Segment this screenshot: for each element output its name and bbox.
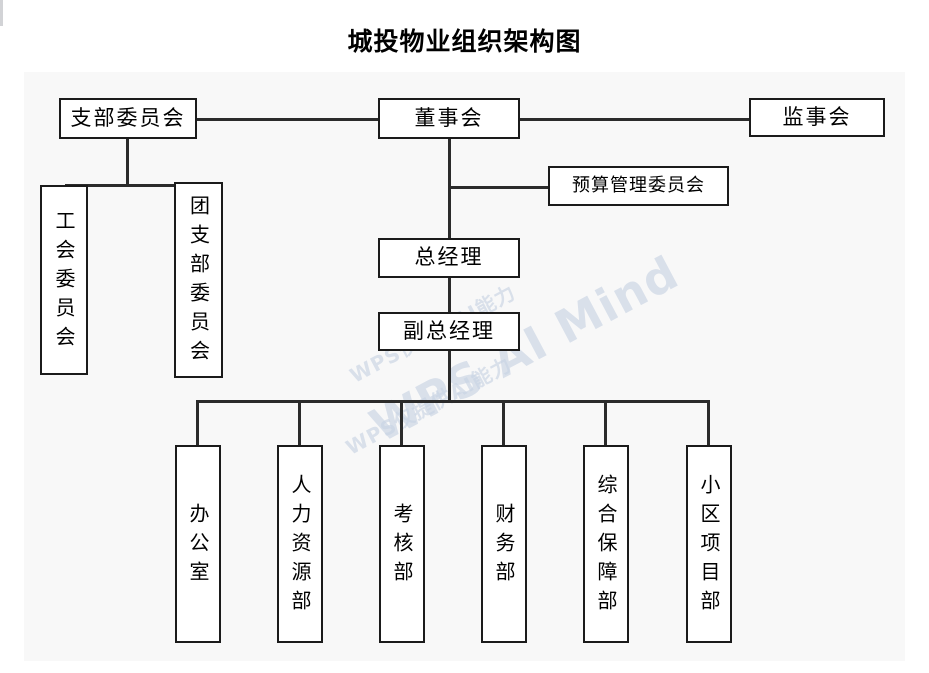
watermark-notice: WPS仅提供AI能力 — [341, 352, 516, 460]
edge-board-to-budget — [448, 186, 548, 189]
node-assessment-department[interactable]: 考核部 — [379, 445, 425, 643]
node-human-resources-department[interactable]: 人力资源部 — [277, 445, 323, 643]
page-title: 城投物业组织架构图 — [347, 27, 582, 56]
edge-deputy-drop — [448, 351, 451, 403]
edge-party-drop — [126, 139, 129, 187]
node-deputy-general-manager[interactable]: 副总经理 — [378, 312, 520, 351]
edge-drop-community — [707, 400, 710, 445]
edge-drop-support — [604, 400, 607, 445]
diagram-canvas: WPS AI Mind WPS仅提供AI能力 WPS仅提供AI能力 支部委 — [24, 72, 905, 661]
node-youth-league-branch-committee[interactable]: 团支部委员会 — [174, 182, 223, 378]
edge-drop-hr — [298, 400, 301, 445]
node-party-branch-committee[interactable]: 支部委员会 — [59, 98, 197, 139]
node-board-of-supervisors[interactable]: 监事会 — [749, 98, 885, 137]
edge-department-bus — [196, 400, 710, 403]
node-general-manager[interactable]: 总经理 — [378, 238, 520, 278]
edge-drop-finance — [502, 400, 505, 445]
edge-drop-office — [196, 400, 199, 445]
edge-party-to-board — [197, 118, 379, 121]
scrollbar-artifact — [0, 0, 3, 26]
edge-gm-to-deputy — [448, 278, 451, 312]
node-office[interactable]: 办公室 — [175, 445, 221, 643]
edge-board-to-supervisors — [520, 118, 749, 121]
node-board-of-directors[interactable]: 董事会 — [378, 98, 520, 139]
edge-board-trunk — [448, 139, 451, 243]
edge-drop-assessment — [400, 400, 403, 445]
node-comprehensive-support-department[interactable]: 综合保障部 — [583, 445, 629, 643]
node-budget-management-committee[interactable]: 预算管理委员会 — [548, 166, 729, 206]
node-finance-department[interactable]: 财务部 — [481, 445, 527, 643]
node-labor-union-committee[interactable]: 工会委员会 — [40, 185, 88, 375]
edge-party-bus — [65, 184, 189, 187]
node-community-project-department[interactable]: 小区项目部 — [686, 445, 732, 643]
